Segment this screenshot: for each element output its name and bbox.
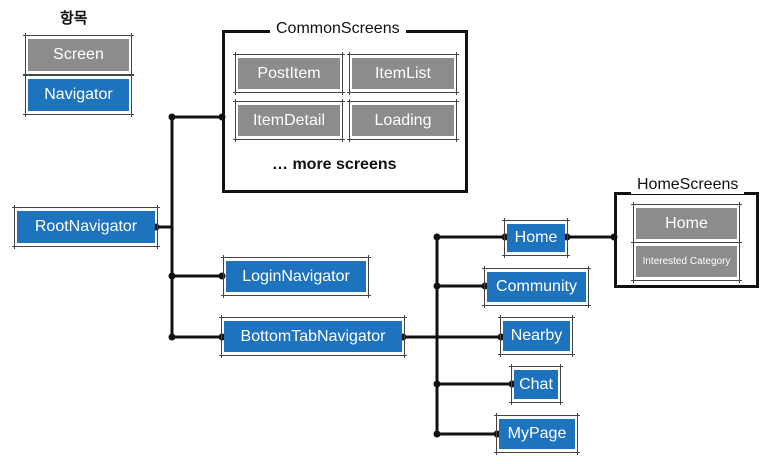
connector-dot	[508, 380, 516, 388]
screen-loading: Loading	[347, 99, 459, 142]
tab-nearby: Nearby	[498, 315, 575, 357]
connector-dot	[433, 380, 441, 388]
screen-itemdetail: ItemDetail	[233, 99, 345, 142]
screen-interested-category: Interested Category	[631, 240, 742, 283]
connector-dot	[433, 282, 441, 290]
legend-navigator: Navigator	[23, 73, 134, 117]
tab-mypage: MyPage	[494, 413, 580, 455]
screen-home: Home	[631, 202, 742, 245]
connector-dot	[168, 272, 176, 280]
connector-dot	[433, 430, 441, 438]
connector-dot	[481, 282, 489, 290]
connector-dot	[218, 333, 226, 341]
home-screens-title: HomeScreens	[631, 176, 745, 194]
tab-home: Home	[502, 218, 570, 258]
bottom-tab-navigator: BottomTabNavigator	[219, 315, 407, 358]
root-navigator: RootNavigator	[12, 205, 160, 249]
connector-dot	[501, 233, 509, 241]
connector-dot	[433, 233, 441, 241]
legend-title: 항목	[60, 10, 88, 27]
tab-chat: Chat	[509, 364, 563, 405]
tab-community: Community	[482, 266, 591, 308]
connector-dot	[493, 430, 501, 438]
connector-dot	[563, 233, 571, 241]
common-screens-title: CommonScreens	[270, 20, 406, 38]
connector-dot	[497, 333, 505, 341]
login-navigator: LoginNavigator	[221, 255, 371, 298]
connector-dot	[168, 113, 176, 121]
screen-itemlist: ItemList	[347, 52, 459, 95]
connector-dot	[218, 272, 226, 280]
connector-dot	[168, 333, 176, 341]
more-screens-label: … more screens	[272, 156, 397, 173]
legend-screen: Screen	[23, 33, 134, 77]
screen-postitem: PostItem	[233, 52, 345, 95]
